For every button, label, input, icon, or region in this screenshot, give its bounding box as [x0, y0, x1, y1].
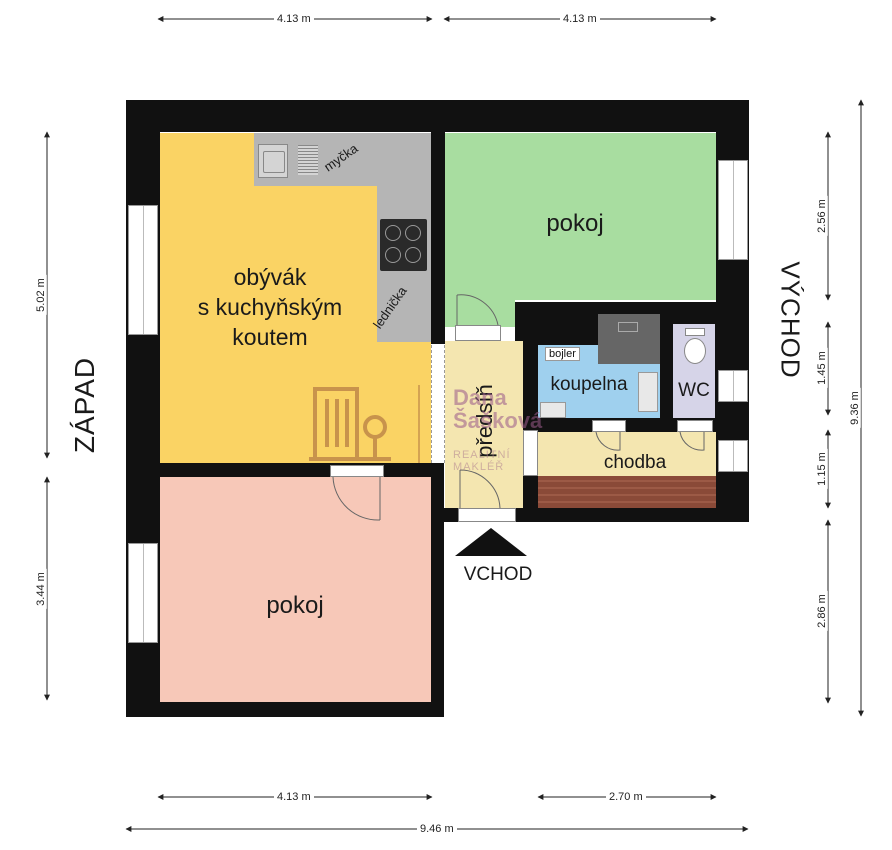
living-room-line-2: s kuchyňským — [197, 294, 343, 320]
window-wc-east — [718, 370, 748, 402]
dim-bottom-left: 4.13 m — [274, 791, 314, 803]
watermark-name-2: Šašková — [453, 408, 543, 433]
entrance-door[interactable] — [458, 508, 516, 522]
window-room-west — [128, 543, 158, 643]
bathroom-name: koupelna — [550, 374, 628, 395]
boiler-label: bojler — [545, 347, 580, 361]
washing-machine-icon — [540, 402, 566, 418]
door-living-room-bottom[interactable] — [330, 465, 384, 477]
watermark-name-1: Dana — [453, 385, 507, 410]
wc-name: WC — [678, 380, 710, 401]
dim-bottom-right: 2.70 m — [606, 791, 646, 803]
cooktop-icon — [380, 219, 427, 271]
room-top-right — [445, 133, 716, 300]
room-top-right-name: pokoj — [546, 210, 604, 237]
living-room-line-1: obývák — [233, 264, 307, 290]
wall-bottom-room-right — [431, 465, 444, 717]
shower-icon — [598, 314, 660, 364]
building-logo-icon — [309, 385, 420, 463]
drainboard-icon — [298, 145, 318, 175]
opening-living-hall — [431, 345, 445, 463]
living-room-name: obývák s kuchyňským koutem — [165, 262, 375, 352]
hall — [445, 341, 523, 508]
window-corridor-east — [718, 440, 748, 472]
window-living-west — [128, 205, 158, 335]
room-bottom-left-name: pokoj — [266, 592, 324, 619]
door-bathroom[interactable] — [592, 420, 626, 432]
corridor-storage — [538, 476, 716, 508]
washbasin-icon — [638, 372, 658, 412]
dim-top-left: 4.13 m — [274, 13, 314, 25]
dim-bottom-total: 9.46 m — [417, 823, 457, 835]
corridor — [538, 432, 716, 476]
wall-middle — [431, 100, 445, 344]
door-hall-room[interactable] — [455, 325, 501, 341]
sink-icon — [258, 144, 288, 178]
dim-top-right: 4.13 m — [560, 13, 600, 25]
watermark-logo: Dana Šašková REALITNÍ MAKLÉŘ — [305, 385, 555, 473]
room-bottom-left — [160, 477, 431, 702]
wall-bottom-left — [126, 702, 444, 717]
door-hall-corridor[interactable] — [523, 430, 538, 476]
toilet-icon — [683, 328, 707, 364]
window-room-east — [718, 160, 748, 260]
living-room-line-3: koutem — [232, 324, 308, 350]
entrance-label: VCHOD — [463, 564, 533, 585]
corridor-name: chodba — [603, 452, 667, 473]
door-wc[interactable] — [677, 420, 713, 432]
watermark-subtitle: REALITNÍ MAKLÉŘ — [453, 449, 511, 473]
